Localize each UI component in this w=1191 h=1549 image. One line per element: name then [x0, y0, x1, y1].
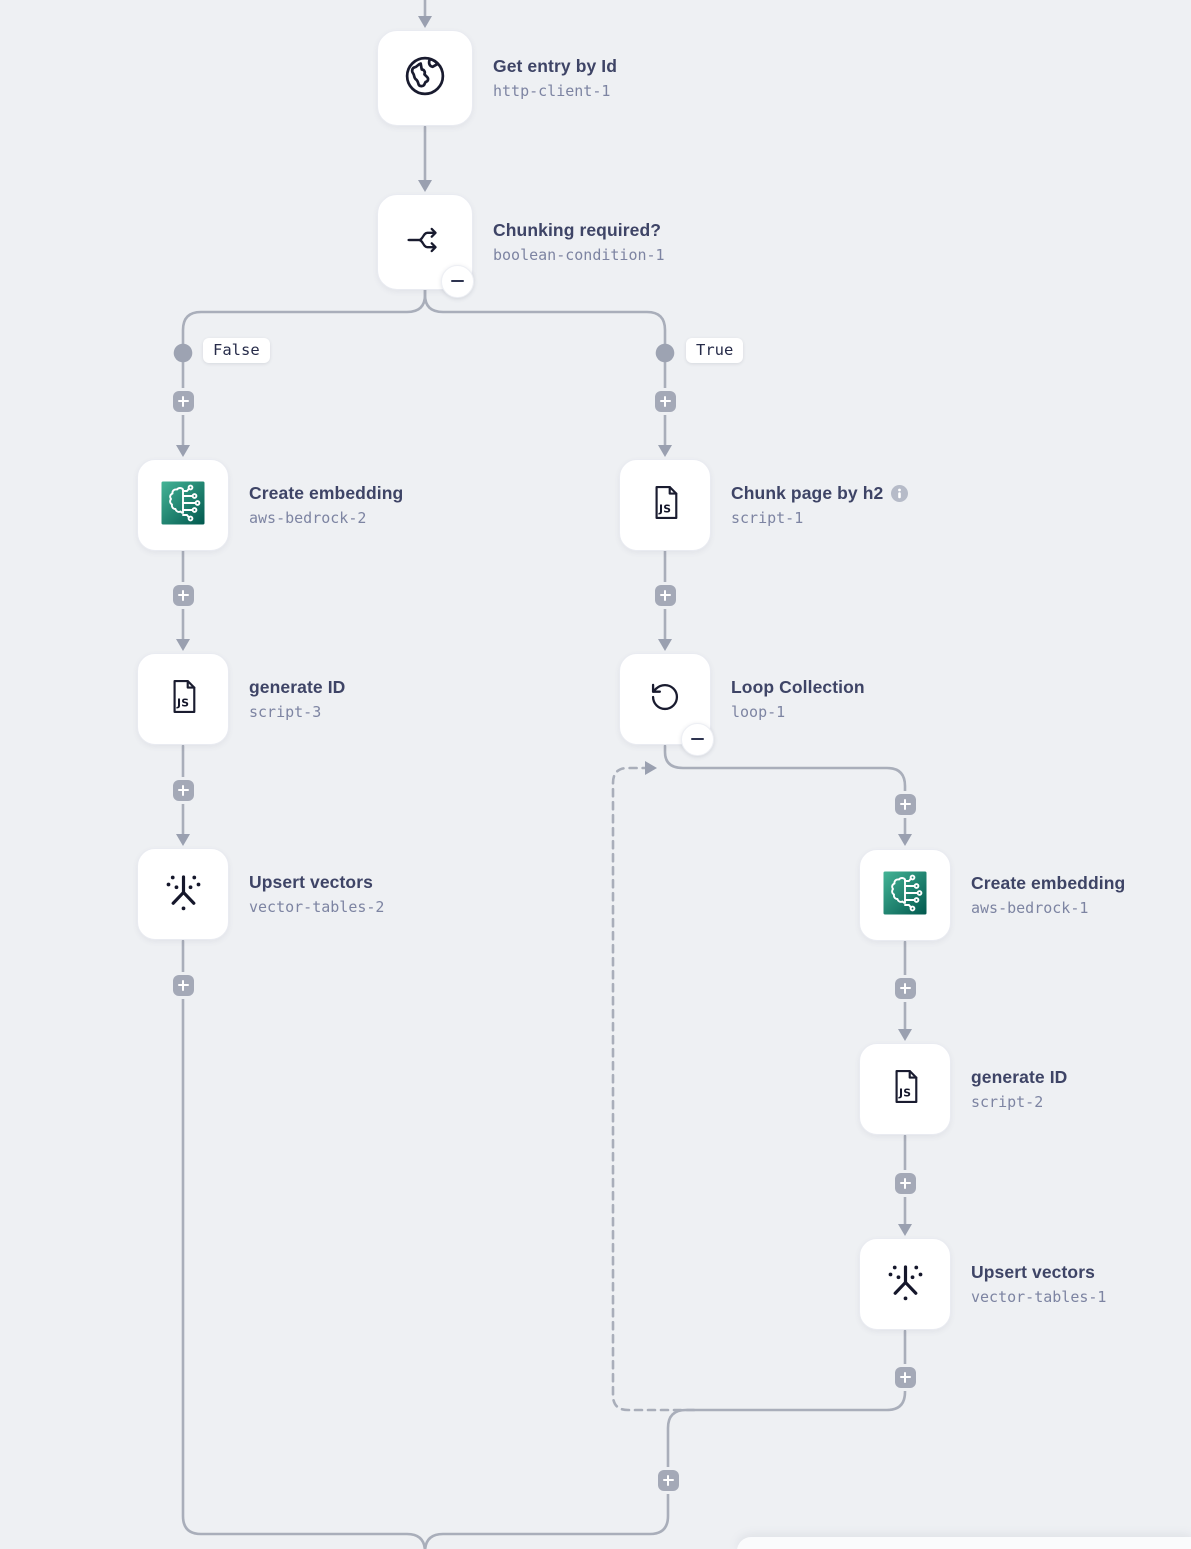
node-title: Chunking required?: [493, 220, 662, 240]
branch-true-connector: [423, 288, 667, 448]
js-file-icon: JS: [161, 674, 206, 724]
node-subtitle: script-2: [971, 1093, 1044, 1111]
node-card[interactable]: [137, 848, 229, 940]
globe-icon: [399, 50, 451, 107]
node-title: Chunk page by h2: [731, 483, 884, 503]
node-title: Create embedding: [249, 483, 404, 503]
branch-label-false: False: [203, 338, 270, 363]
node-script-2[interactable]: JS generate ID script-2: [859, 1043, 1067, 1135]
node-card[interactable]: [377, 30, 473, 126]
node-subtitle: aws-bedrock-2: [249, 509, 367, 527]
bedrock-icon: [159, 479, 207, 532]
add-step-button[interactable]: [172, 390, 194, 412]
add-step-button[interactable]: [172, 974, 194, 996]
node-title: Upsert vectors: [971, 1262, 1095, 1282]
node-subtitle: loop-1: [731, 703, 786, 721]
add-step-button[interactable]: [172, 584, 194, 606]
node-card[interactable]: JS: [859, 1043, 951, 1135]
loop-exit-merge-connector: [423, 1329, 907, 1549]
branch-false-connector: [181, 288, 427, 448]
node-subtitle: boolean-condition-1: [493, 246, 665, 264]
add-step-button[interactable]: [654, 390, 676, 412]
node-loop-1[interactable]: Loop Collection loop-1: [619, 653, 865, 745]
node-subtitle: vector-tables-1: [971, 1288, 1107, 1306]
branch-dot-false: [173, 343, 193, 363]
node-script-3[interactable]: JS generate ID script-3: [137, 653, 345, 745]
info-icon[interactable]: [891, 485, 909, 502]
js-badge-text: JS: [657, 502, 670, 515]
node-title: generate ID: [971, 1067, 1068, 1087]
node-aws-bedrock-2[interactable]: Create embedding aws-bedrock-2: [137, 459, 403, 551]
js-badge-text: JS: [175, 696, 188, 709]
node-subtitle: script-1: [731, 509, 804, 527]
node-title: Get entry by Id: [493, 56, 618, 76]
add-step-button[interactable]: [894, 1172, 916, 1194]
node-subtitle: aws-bedrock-1: [971, 899, 1089, 917]
collapse-branch-button[interactable]: [440, 264, 474, 298]
node-aws-bedrock-1[interactable]: Create embedding aws-bedrock-1: [859, 849, 1125, 941]
node-title: Create embedding: [971, 873, 1126, 893]
node-card[interactable]: JS: [619, 459, 711, 551]
node-vector-tables-2[interactable]: Upsert vectors vector-tables-2: [137, 848, 384, 940]
node-card[interactable]: JS: [137, 653, 229, 745]
node-card[interactable]: [859, 1238, 951, 1330]
vector-icon: [161, 869, 206, 919]
branch-icon: [402, 217, 448, 268]
node-title: Upsert vectors: [249, 872, 373, 892]
add-step-button[interactable]: [894, 1366, 916, 1388]
add-step-button[interactable]: [654, 584, 676, 606]
bottom-panel: [737, 1537, 1191, 1549]
node-title: Loop Collection: [731, 677, 865, 697]
node-subtitle: vector-tables-2: [249, 898, 385, 916]
branch-dot-true: [655, 343, 675, 363]
add-step-button[interactable]: [894, 793, 916, 815]
node-vector-tables-1[interactable]: Upsert vectors vector-tables-1: [859, 1238, 1106, 1330]
node-card[interactable]: [137, 459, 229, 551]
loop-entry-connector: [663, 744, 907, 836]
branch-label-true: True: [686, 338, 744, 363]
vector-icon: [883, 1259, 928, 1309]
js-file-icon: JS: [643, 480, 688, 530]
false-branch-merge-connector: [181, 939, 427, 1549]
add-step-button[interactable]: [894, 977, 916, 999]
loop-icon: [643, 675, 687, 724]
node-card[interactable]: [859, 849, 951, 941]
node-title: generate ID: [249, 677, 346, 697]
js-badge-text: JS: [897, 1086, 910, 1099]
loop-back-dashed-connector: [611, 766, 696, 1412]
bedrock-icon: [881, 869, 929, 922]
node-subtitle: script-3: [249, 703, 322, 721]
collapse-loop-button[interactable]: [680, 722, 714, 756]
node-script-1[interactable]: JS Chunk page by h2 script-1: [619, 459, 909, 551]
node-http-client-1[interactable]: Get entry by Id http-client-1: [377, 30, 617, 126]
add-step-button[interactable]: [657, 1469, 679, 1491]
js-file-icon: JS: [883, 1064, 928, 1114]
node-subtitle: http-client-1: [493, 82, 611, 100]
add-step-button[interactable]: [172, 779, 194, 801]
arrowheads: [176, 16, 912, 1236]
node-boolean-condition-1[interactable]: Chunking required? boolean-condition-1: [377, 194, 665, 290]
